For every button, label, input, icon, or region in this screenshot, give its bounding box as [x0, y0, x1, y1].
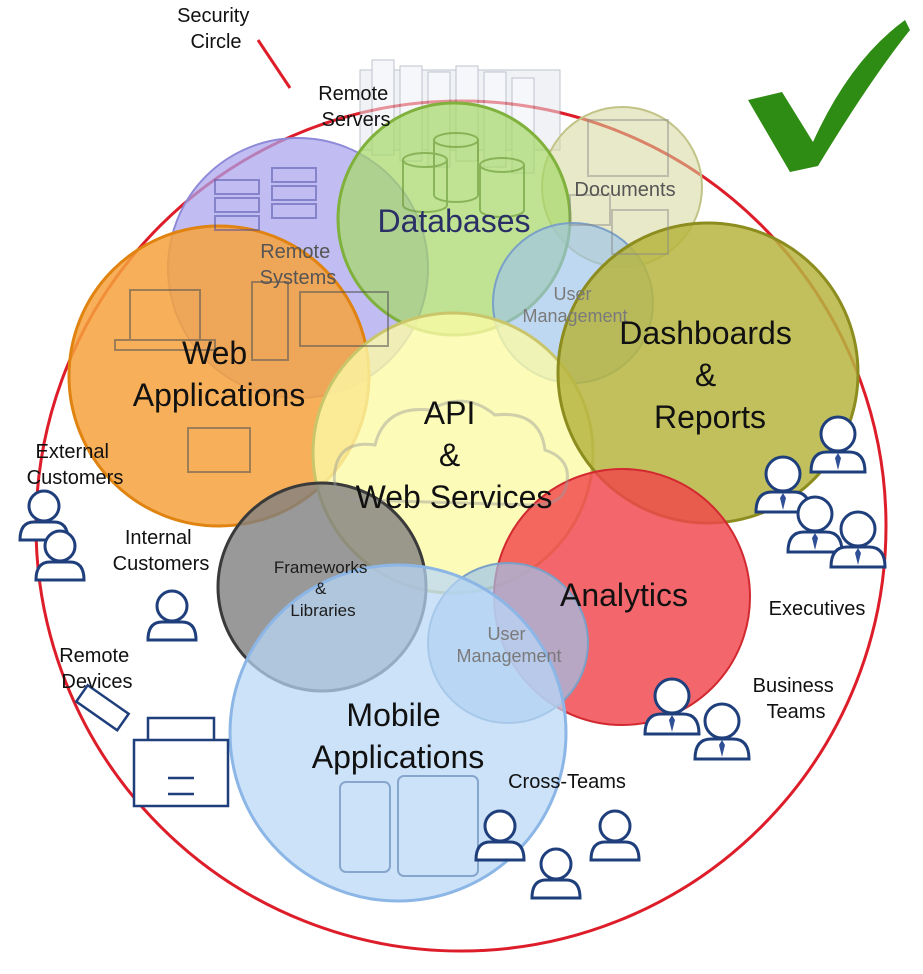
- server-stack-icon: [214, 167, 317, 231]
- external-customers-label: External Customers: [27, 441, 124, 489]
- remote-devices-label: Remote Devices: [59, 645, 135, 693]
- frameworks-label: Frameworks & Libraries: [274, 558, 372, 620]
- documents-label: Documents: [574, 179, 675, 201]
- databases-label: Databases: [378, 203, 531, 239]
- executives-label: Executives: [769, 598, 866, 620]
- database-icon: [402, 132, 525, 218]
- mobile-applications-circle: [228, 563, 568, 903]
- dashboards-label: Dashboards & Reports: [619, 315, 800, 435]
- mobile-device-icon: [339, 775, 479, 877]
- analytics-label: Analytics: [560, 577, 688, 613]
- checkmark-icon: [748, 20, 910, 172]
- computer-icon: [114, 281, 389, 473]
- remote-systems-label: Remote Systems: [260, 241, 337, 289]
- cloud-icon: [332, 399, 569, 507]
- documents-icon: [569, 119, 669, 255]
- user-management-bottom-label: User Management: [456, 624, 561, 666]
- user-management-top-label: User Management: [522, 284, 627, 326]
- api-label: API & Web Services: [356, 395, 553, 515]
- usb-drive-icon: [74, 683, 131, 732]
- cross-teams-label: Cross-Teams: [508, 771, 626, 793]
- web-applications-label: Web Applications: [133, 335, 306, 413]
- internal-customers-label: Internal Customers: [113, 527, 210, 575]
- printer-icon: [132, 716, 230, 808]
- business-teams-label: Business Teams: [753, 675, 840, 723]
- remote-servers-label: Remote Servers: [318, 83, 394, 131]
- mobile-applications-label: Mobile Applications: [312, 697, 485, 775]
- security-circle-label: Security Circle: [177, 5, 255, 53]
- security-callout-line: [256, 39, 292, 89]
